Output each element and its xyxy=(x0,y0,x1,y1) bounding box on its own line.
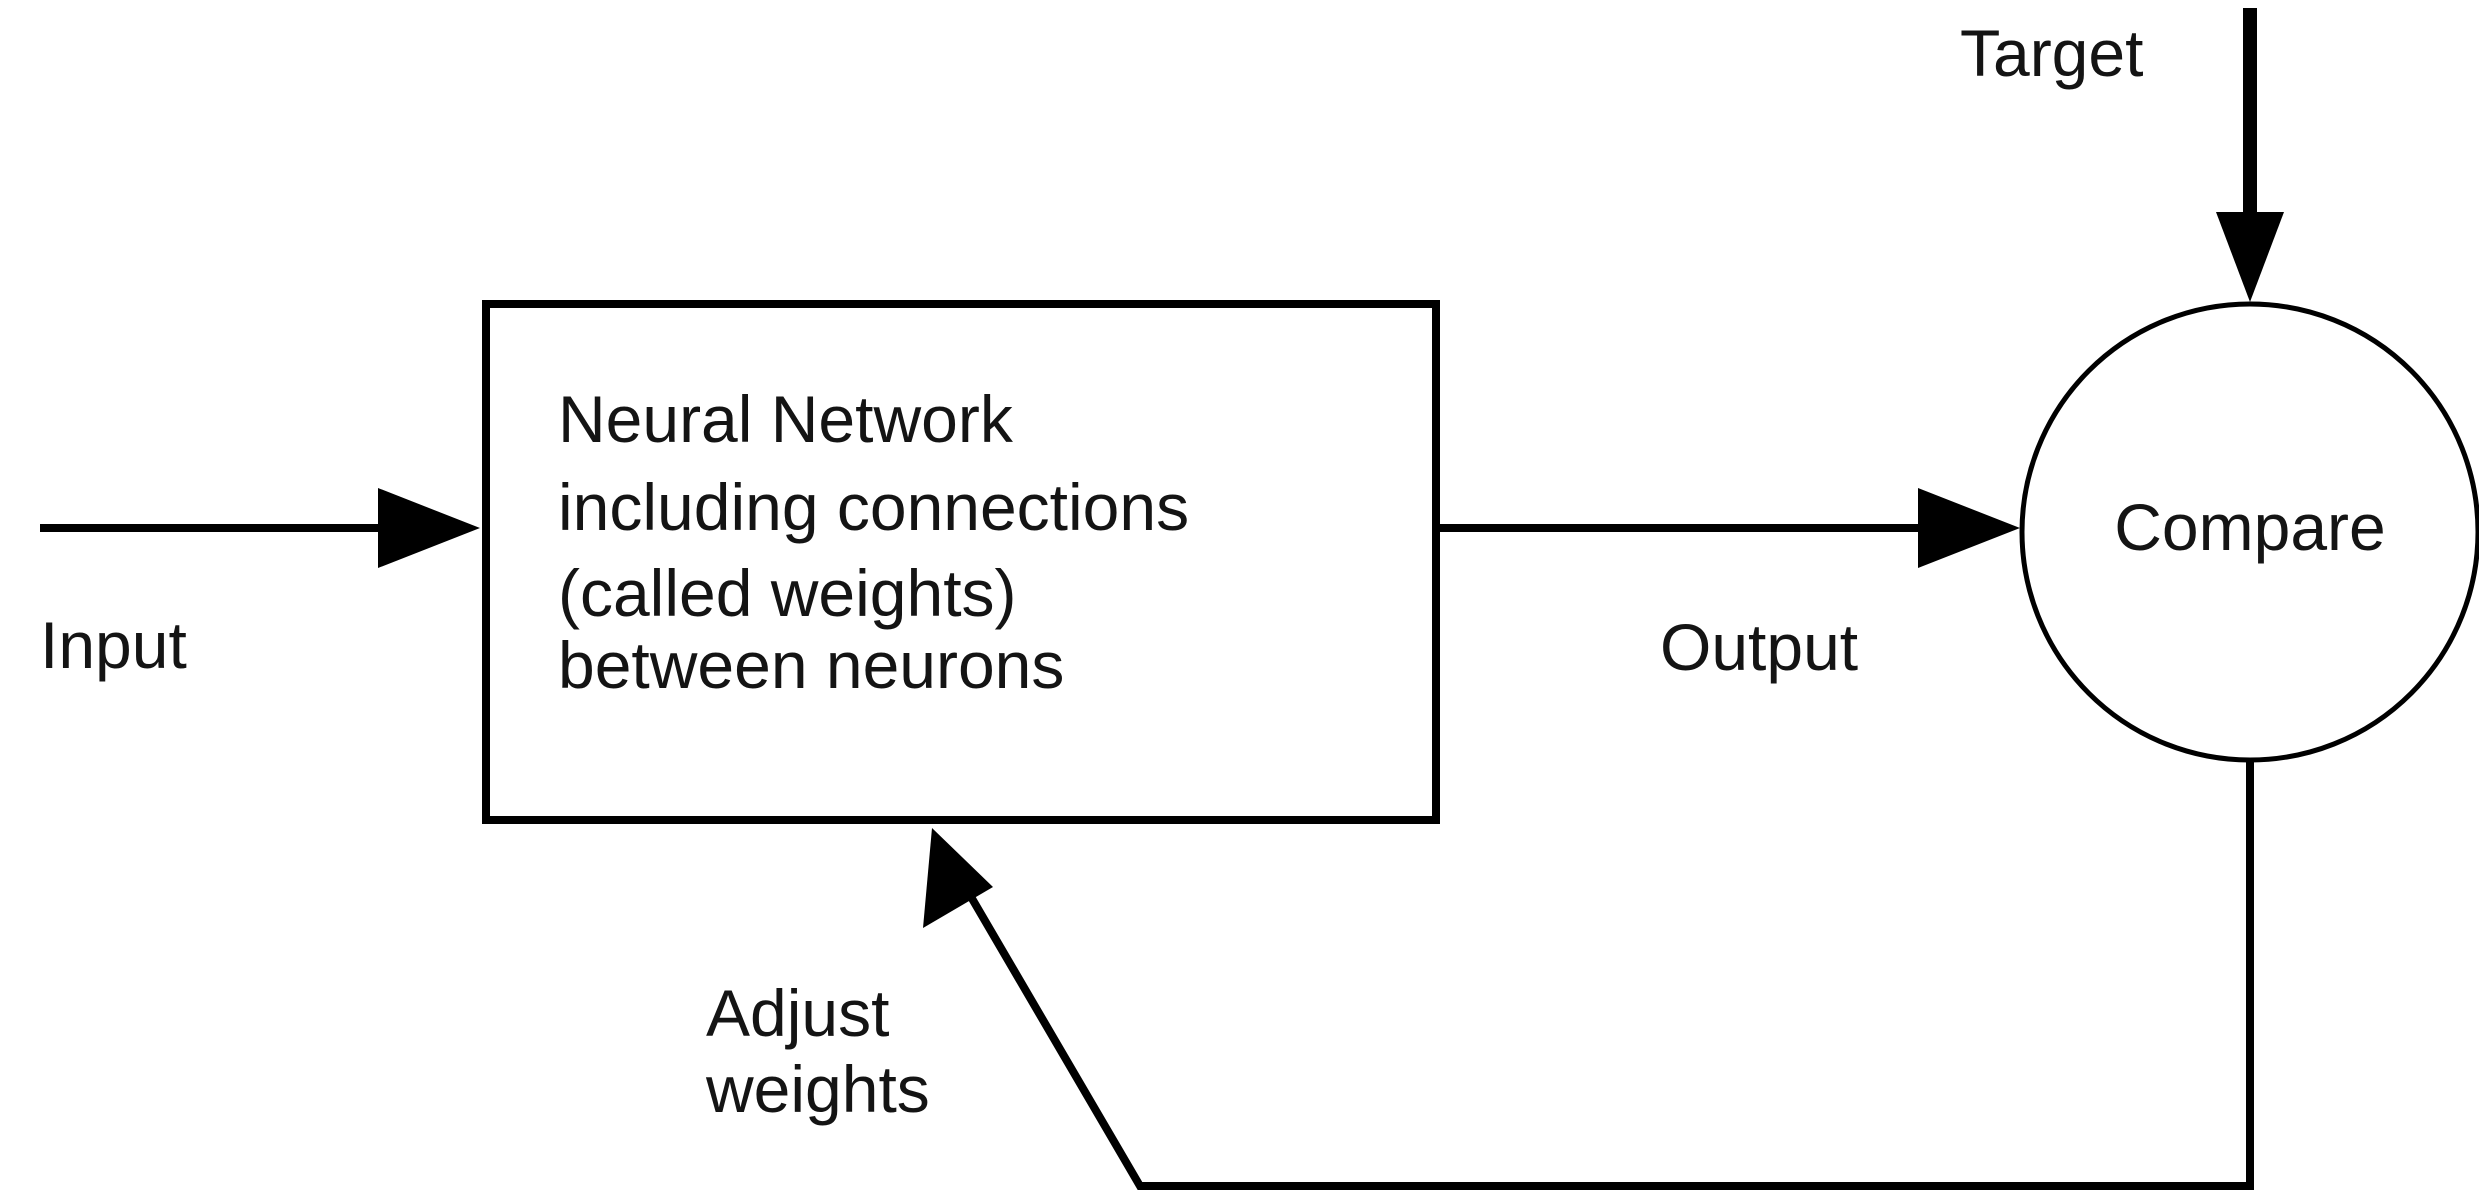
target-label: Target xyxy=(1960,16,2143,90)
target-arrow xyxy=(2216,8,2284,302)
input-arrow xyxy=(40,488,480,568)
neural-network-box xyxy=(482,300,1440,824)
output-label: Output xyxy=(1660,610,1858,684)
input-label: Input xyxy=(40,608,187,682)
adjust-label-line-1: Adjust xyxy=(706,976,889,1050)
adjust-label-line-2: weights xyxy=(705,1052,930,1126)
adjust-weights-arrow xyxy=(923,760,2254,1190)
network-label-line-4: between neurons xyxy=(558,628,1064,702)
compare-label: Compare xyxy=(2114,490,2385,564)
output-arrow xyxy=(1436,488,2020,568)
network-label-line-3: (called weights) xyxy=(558,556,1017,630)
network-label-line-1: Neural Network xyxy=(558,382,1014,456)
network-label-line-2: including connections xyxy=(558,470,1189,544)
